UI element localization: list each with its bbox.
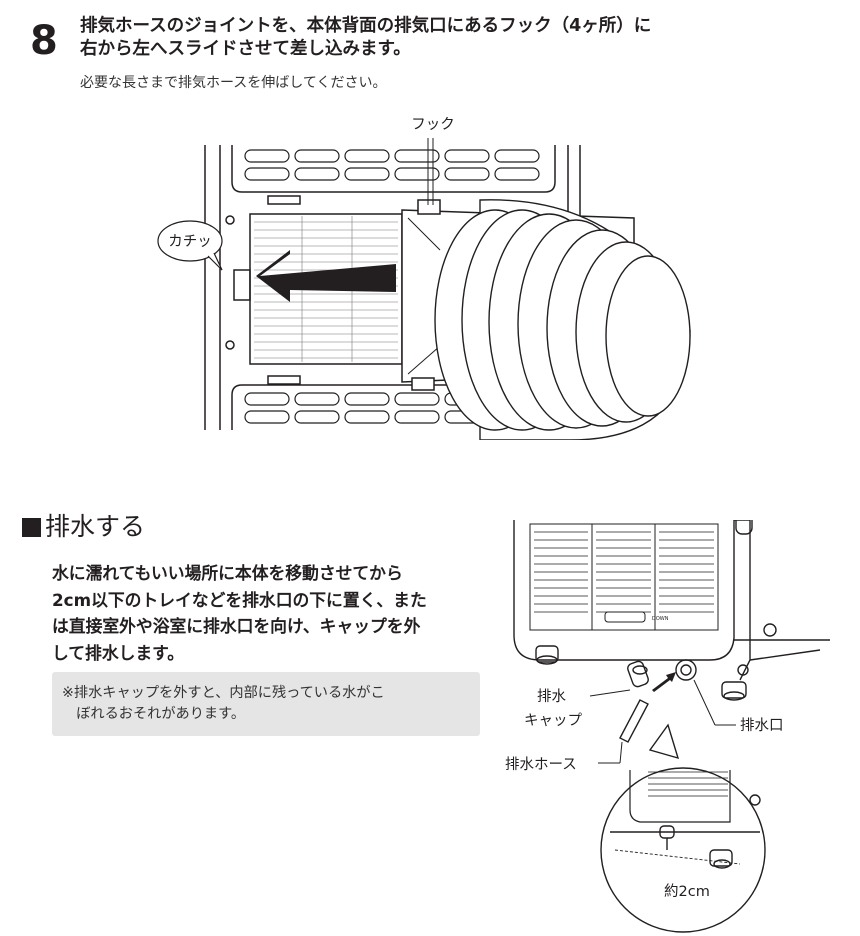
drain-cap <box>627 660 649 688</box>
click-speech-bubble <box>157 220 223 271</box>
body-line-3: は直接室外や浴室に排水口を向け、キャップを外 <box>52 616 421 636</box>
insert-arrow <box>652 672 676 692</box>
drain-cap-label-1: 排水 <box>537 688 566 705</box>
vent-grid: DOWN <box>529 523 719 631</box>
drain-outlet-label: 排水口 <box>740 717 784 734</box>
step-number: 8 <box>30 18 58 64</box>
section-heading: 排水する <box>22 510 145 544</box>
drain-cap-label-2: キャップ <box>524 712 582 729</box>
body-line-1: 水に濡れてもいい場所に本体を移動させてから <box>52 563 403 583</box>
caution-box <box>52 672 480 736</box>
step-title: 排気ホースのジョイントを、本体背面の排気口にあるフック（4ヶ所）に 右から左へス… <box>80 15 780 61</box>
click-label: カチッ <box>168 234 212 250</box>
body-line-4: して排水します。 <box>52 642 185 663</box>
drain-outlet <box>675 659 697 681</box>
caution-line-1: ※排水キャップを外すと、内部に残っている水がこ <box>62 685 385 701</box>
panel-mark: DOWN <box>652 616 669 622</box>
step-note: 必要な長さまで排気ホースを伸ばしてください。 <box>80 75 387 91</box>
section-body: 水に濡れてもいい場所に本体を移動させてから 2cm以下のトレイなどを排水口の下に… <box>52 560 492 666</box>
unit-body <box>513 520 830 681</box>
step-title-line-1: 排気ホースのジョイントを、本体背面の排気口にあるフック（4ヶ所）に <box>80 16 652 36</box>
caution-line-2: ぼれるおそれがあります。 <box>62 706 246 722</box>
casters <box>535 645 747 701</box>
height-label: 約2cm <box>664 883 710 900</box>
heading-square-icon <box>22 517 41 537</box>
hook-label: フック <box>411 116 455 133</box>
exhaust-grille <box>233 195 403 385</box>
exhaust-hose <box>434 199 691 440</box>
caution-text: ※排水キャップを外すと、内部に残っている水がこ ぼれるおそれがあります。 <box>62 683 477 725</box>
section-heading-text: 排水する <box>45 512 146 541</box>
exhaust-hose-illustration: フック カチッ <box>157 116 691 440</box>
slide-arrow <box>256 250 396 302</box>
drain-hose <box>619 699 649 743</box>
step-title-line-2: 右から左へスライドさせて差し込みます。 <box>80 39 411 59</box>
zoom-callout <box>600 723 766 933</box>
body-line-2: 2cm以下のトレイなどを排水口の下に置く、また <box>52 589 427 610</box>
leader-lines <box>589 679 736 764</box>
hook-leader <box>427 138 434 205</box>
drain-illustration: DOWN 排水 キャップ 排水 <box>505 520 830 933</box>
drain-hose-label: 排水ホース <box>505 756 577 773</box>
vent-slots-top <box>244 149 540 181</box>
